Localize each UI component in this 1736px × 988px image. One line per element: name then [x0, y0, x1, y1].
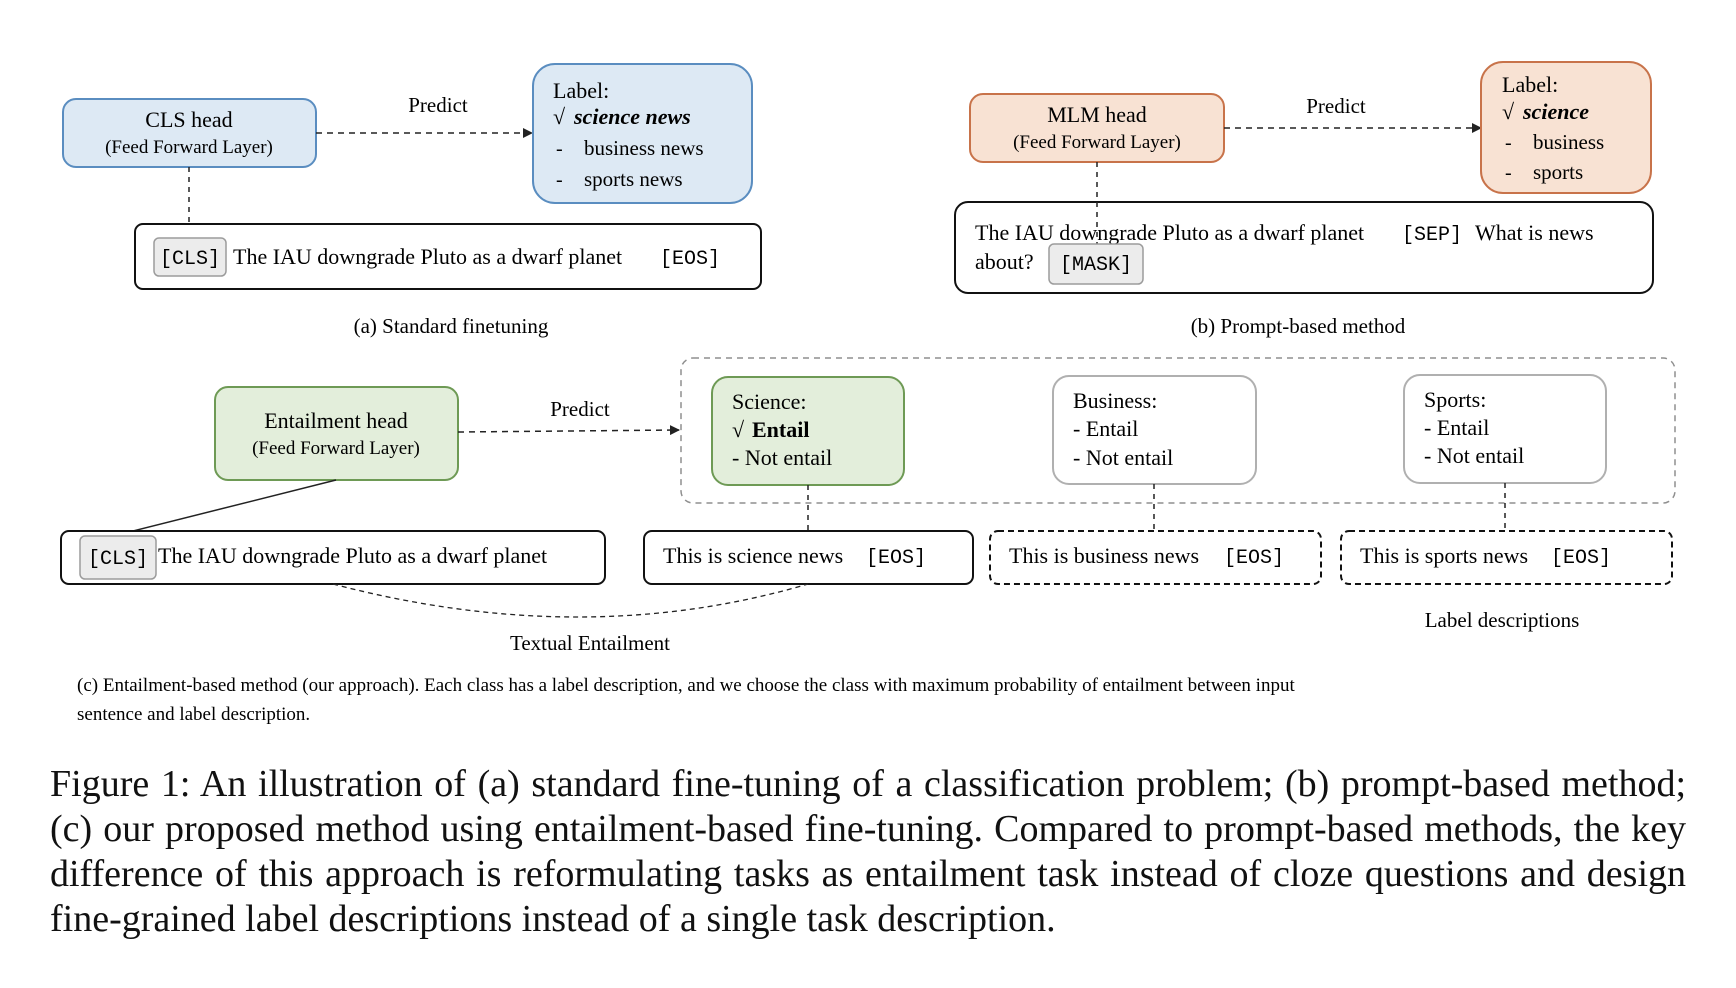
mlm-head-title: MLM head: [1047, 102, 1147, 127]
class-not-entail-sports: - Not entail: [1424, 443, 1524, 468]
label-title-b: Label:: [1502, 72, 1558, 97]
cls-token-c: [CLS]: [88, 548, 148, 571]
mlm-head-subtitle: (Feed Forward Layer): [1013, 132, 1181, 153]
label-option-b2: sports: [1533, 160, 1583, 184]
sep-token-b: [SEP]: [1402, 224, 1462, 247]
eos-token-sports: [EOS]: [1551, 547, 1611, 570]
mask-token-box: [1048, 243, 1144, 285]
class-not-entail-business: - Not entail: [1073, 445, 1173, 470]
dash-b1: -: [1505, 132, 1512, 154]
cls-token-a: [CLS]: [160, 248, 220, 271]
label-option-b1: business: [1533, 130, 1604, 154]
caption-a: (a) Standard finetuning: [354, 314, 549, 338]
description-box-science: [643, 530, 974, 585]
predict-label-c: Predict: [550, 397, 610, 421]
predict-arrow-c: [457, 425, 680, 436]
input-sentence-b2: What is news: [1475, 220, 1594, 245]
figure-caption: Figure 1: An illustration of (a) standar…: [50, 763, 1686, 940]
dash-a1: -: [556, 138, 563, 160]
dash-a2: -: [556, 169, 563, 191]
caption-c-line2: sentence and label description.: [77, 704, 310, 725]
classes-group-box: [680, 357, 1676, 504]
predict-label-a: Predict: [408, 93, 468, 117]
label-box-b: [1480, 61, 1652, 194]
panel-a: CLS head (Feed Forward Layer) Predict La…: [62, 63, 762, 338]
eos-token-science: [EOS]: [866, 547, 926, 570]
description-business: This is business news: [1009, 543, 1199, 568]
entailment-head-box: [214, 386, 459, 481]
description-box-business: [989, 530, 1322, 585]
input-sentence-a: The IAU downgrade Pluto as a dwarf plane…: [233, 244, 622, 269]
input-box-a: [134, 223, 762, 290]
class-entail-science: Entail: [752, 417, 809, 442]
input-sentence-b3: about?: [975, 249, 1034, 274]
class-entail-sports: - Entail: [1424, 415, 1489, 440]
cls-head-title: CLS head: [145, 107, 232, 132]
input-sentence-c: The IAU downgrade Pluto as a dwarf plane…: [158, 543, 547, 568]
description-science: This is science news: [663, 543, 843, 568]
label-title-a: Label:: [553, 78, 609, 103]
textual-entailment-curve: [332, 583, 809, 618]
label-box-a: [532, 63, 753, 204]
predict-label-b: Predict: [1306, 94, 1366, 118]
class-not-entail-science: - Not entail: [732, 445, 832, 470]
class-entail-business: - Entail: [1073, 416, 1138, 441]
check-mark-icon: √: [732, 417, 745, 442]
label-option-a1: business news: [584, 136, 704, 160]
cls-token-box-a: [153, 237, 227, 277]
entailment-head-title: Entailment head: [264, 408, 408, 433]
dash-b2: -: [1505, 162, 1512, 184]
label-descriptions-label: Label descriptions: [1425, 608, 1580, 632]
eos-token-a: [EOS]: [660, 248, 720, 271]
class-name-business: Business:: [1073, 388, 1157, 413]
textual-entailment-label: Textual Entailment: [510, 631, 670, 655]
label-correct-b: science: [1522, 99, 1589, 124]
panel-b: MLM head (Feed Forward Layer) Predict La…: [954, 61, 1654, 338]
class-name-sports: Sports:: [1424, 387, 1486, 412]
description-sports: This is sports news: [1360, 543, 1528, 568]
class-name-science: Science:: [732, 389, 807, 414]
check-mark-icon: √: [1502, 99, 1515, 124]
mask-token: [MASK]: [1060, 254, 1132, 277]
description-box-sports: [1340, 530, 1673, 585]
check-mark-icon: √: [553, 104, 566, 129]
eos-token-business: [EOS]: [1224, 547, 1284, 570]
panel-c: Entailment head (Feed Forward Layer) Pre…: [60, 357, 1676, 725]
input-sentence-b1: The IAU downgrade Pluto as a dwarf plane…: [975, 220, 1364, 245]
caption-c-line1: (c) Entailment-based method (our approac…: [77, 675, 1295, 696]
cls-token-box-c: [79, 535, 157, 580]
label-correct-a: science news: [573, 104, 691, 129]
label-option-a2: sports news: [584, 167, 683, 191]
entailment-head-subtitle: (Feed Forward Layer): [252, 438, 420, 459]
connector-entailment-head: [112, 479, 337, 537]
cls-head-subtitle: (Feed Forward Layer): [105, 137, 273, 158]
caption-b: (b) Prompt-based method: [1191, 314, 1406, 338]
